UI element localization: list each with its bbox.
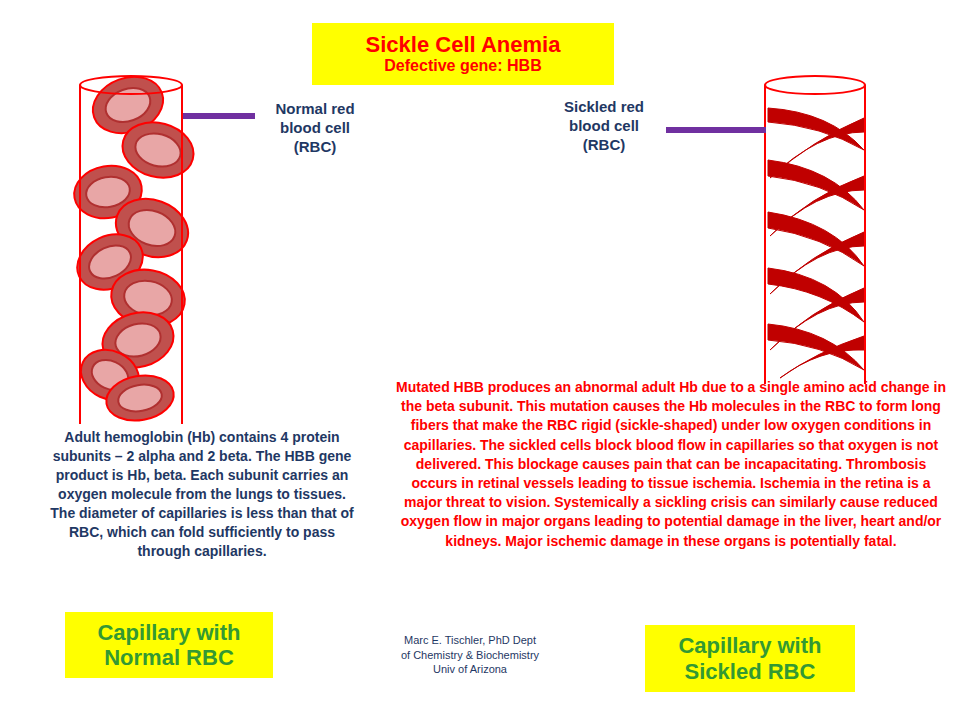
heading-text: Capillary with Normal RBC bbox=[71, 620, 267, 671]
heading-text: Sickle Cell Anemia bbox=[318, 32, 608, 57]
subheading-text: Defective gene: HBB bbox=[318, 57, 608, 75]
description-text: Mutated HBB produces an abnormal adult H… bbox=[395, 378, 947, 551]
tube-opening bbox=[765, 76, 865, 94]
leader-line bbox=[666, 127, 766, 133]
normal-red-blood-cells bbox=[68, 67, 200, 425]
sickled-rbc bbox=[780, 336, 864, 378]
capillary-tube bbox=[80, 76, 182, 424]
callout-label: Normal red blood cell (RBC) bbox=[258, 99, 372, 156]
title-box: Sickle Cell AnemiaDefective gene: HBB bbox=[312, 23, 614, 85]
sickled-red-blood-cells bbox=[768, 108, 864, 378]
capillary-tube bbox=[765, 76, 865, 384]
tube-wall bbox=[864, 85, 866, 384]
leader-line bbox=[183, 113, 255, 119]
heading-text: Capillary with Sickled RBC bbox=[651, 633, 849, 684]
sickle-capillary bbox=[666, 76, 865, 384]
description-text: Adult hemoglobin (Hb) contains 4 protein… bbox=[48, 428, 356, 561]
normal-capillary bbox=[68, 67, 255, 425]
tube-wall bbox=[181, 85, 183, 424]
credit-text: Marc E. Tischler, PhD Dept of Chemistry … bbox=[398, 633, 542, 677]
callout-label: Sickled red blood cell (RBC) bbox=[546, 97, 662, 154]
tube-wall bbox=[79, 85, 81, 424]
caption-box: Capillary with Sickled RBC bbox=[645, 625, 855, 692]
tube-opening bbox=[80, 76, 182, 94]
normal-rbc bbox=[103, 370, 178, 425]
caption-box: Capillary with Normal RBC bbox=[65, 612, 273, 678]
